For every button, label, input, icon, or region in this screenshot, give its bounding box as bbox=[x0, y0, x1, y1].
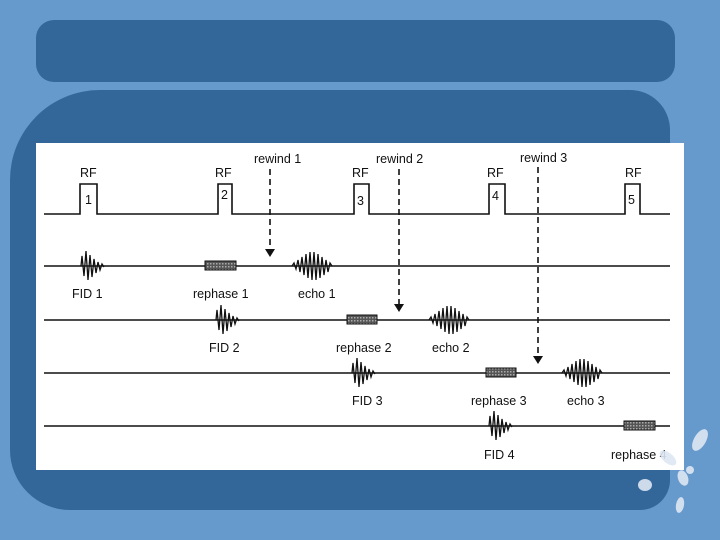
rephase-2-label: rephase 2 bbox=[336, 341, 392, 355]
rewind-arrow-2 bbox=[394, 169, 404, 312]
rf-baseline bbox=[44, 183, 670, 215]
rewind-arrow-3 bbox=[533, 167, 543, 364]
pulse-number-5: 5 bbox=[628, 193, 635, 207]
rewind-label-1: rewind 1 bbox=[254, 152, 301, 166]
echo-3-waveform bbox=[561, 358, 603, 388]
rephase-3-gradient bbox=[485, 367, 517, 378]
fid-3-waveform bbox=[351, 357, 376, 388]
slide-title-bar bbox=[36, 20, 675, 82]
rephase-4-gradient bbox=[623, 420, 656, 431]
rf-label-1: RF bbox=[80, 166, 97, 180]
rewind-label-3: rewind 3 bbox=[520, 151, 567, 165]
echo-1-waveform bbox=[291, 251, 333, 281]
signal-trace-3: FID 3 rephase 3 echo 3 bbox=[44, 357, 670, 408]
fid-1-waveform bbox=[80, 250, 105, 281]
rewind-label-2: rewind 2 bbox=[376, 152, 423, 166]
signal-trace-4: FID 4 rephase 4 bbox=[44, 410, 670, 462]
rf-label-3: RF bbox=[352, 166, 369, 180]
rephase-4-label: rephase 4 bbox=[611, 448, 667, 462]
rewind-arrow-1 bbox=[265, 169, 275, 257]
echo-3-label: echo 3 bbox=[567, 394, 605, 408]
fid-2-waveform bbox=[215, 304, 240, 335]
pulse-sequence-diagram: RF RF RF RF RF 1 2 3 4 5 rewind 1 rewind… bbox=[44, 151, 670, 462]
pulse-number-1: 1 bbox=[85, 193, 92, 207]
pulse-number-4: 4 bbox=[492, 189, 499, 203]
rephase-2-gradient bbox=[346, 314, 378, 325]
echo-1-label: echo 1 bbox=[298, 287, 336, 301]
rf-label-5: RF bbox=[625, 166, 642, 180]
echo-2-waveform bbox=[428, 305, 470, 335]
rephase-3-label: rephase 3 bbox=[471, 394, 527, 408]
signal-trace-2: FID 2 rephase 2 echo 2 bbox=[44, 304, 670, 355]
rf-label-2: RF bbox=[215, 166, 232, 180]
echo-2-label: echo 2 bbox=[432, 341, 470, 355]
fid-4-label: FID 4 bbox=[484, 448, 515, 462]
pulse-number-3: 3 bbox=[357, 194, 364, 208]
signal-trace-1: FID 1 rephase 1 echo 1 bbox=[44, 250, 670, 301]
pulse-number-2: 2 bbox=[221, 188, 228, 202]
rf-label-4: RF bbox=[487, 166, 504, 180]
pulse-sequence-figure: RF RF RF RF RF 1 2 3 4 5 rewind 1 rewind… bbox=[36, 143, 684, 470]
fid-1-label: FID 1 bbox=[72, 287, 103, 301]
fid-4-waveform bbox=[488, 410, 513, 441]
fid-3-label: FID 3 bbox=[352, 394, 383, 408]
rephase-1-gradient bbox=[204, 260, 237, 271]
fid-2-label: FID 2 bbox=[209, 341, 240, 355]
rephase-1-label: rephase 1 bbox=[193, 287, 249, 301]
